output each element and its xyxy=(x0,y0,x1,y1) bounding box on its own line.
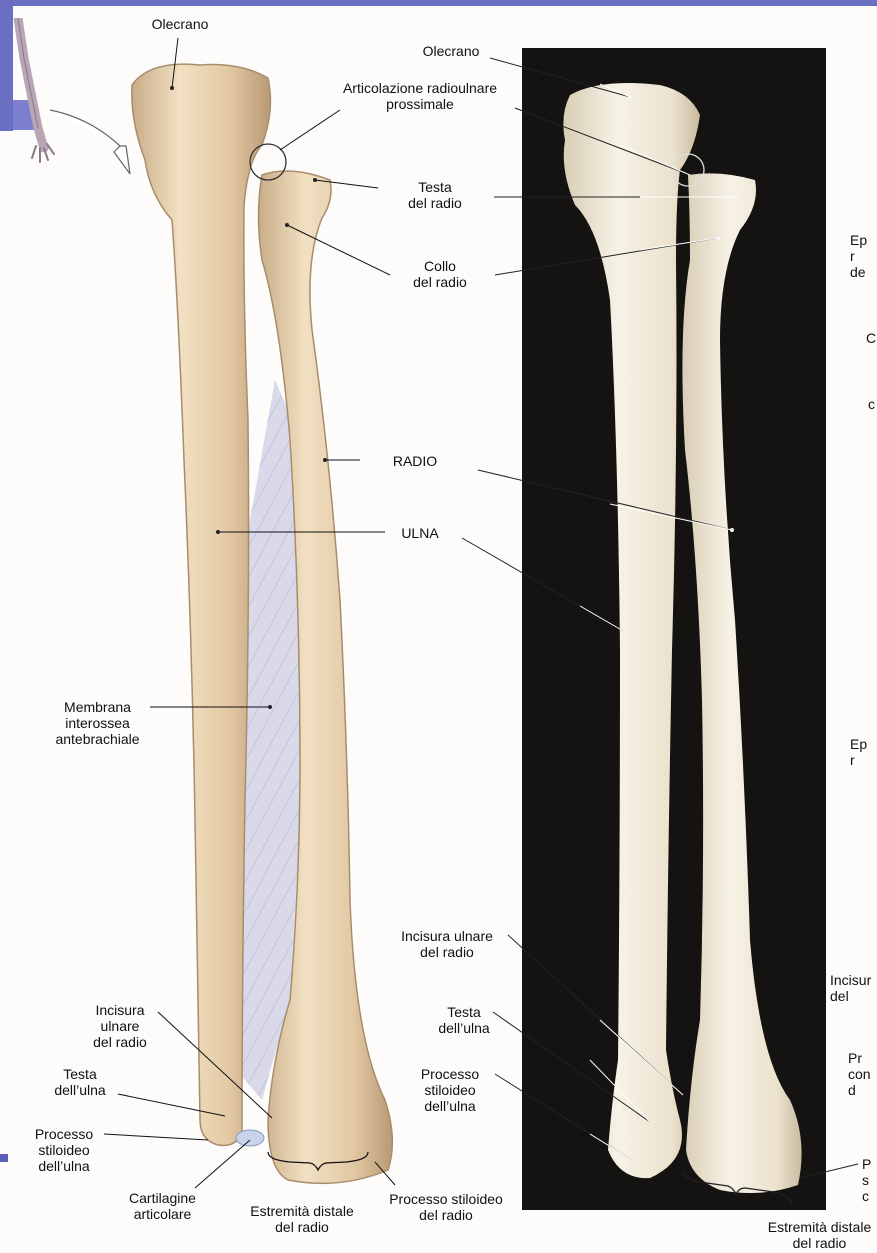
label-cropped-epifisi-distale: Epr xyxy=(850,736,877,768)
label-collo-del-radio: Collodel radio xyxy=(400,258,480,290)
label-testa-dell-ulna-right: Testadell’ulna xyxy=(424,1004,504,1036)
label-incisura-ulnare-right: Incisura ulnaredel radio xyxy=(388,928,506,960)
label-cropped-epifisi-prossimale: Eprde xyxy=(850,232,877,280)
label-cropped-c-lower: c xyxy=(868,396,877,412)
label-cropped-c-upper: C xyxy=(866,330,877,346)
label-testa-dell-ulna-left: Testadell’ulna xyxy=(40,1066,120,1098)
label-olecrano-right: Olecrano xyxy=(408,43,494,59)
label-estremita-distale-left: Estremità distaledel radio xyxy=(236,1203,368,1235)
label-radio: RADIO xyxy=(370,453,460,469)
label-articolazione-radioulnare: Articolazione radioulnareprossimale xyxy=(315,80,525,112)
label-cartilagine-articolare: Cartilaginearticolare xyxy=(115,1190,210,1222)
label-membrana-interossea: Membranainterosseaantebrachiale xyxy=(40,699,155,747)
label-olecrano-left: Olecrano xyxy=(140,16,220,32)
photo-radius-bone xyxy=(682,173,801,1193)
label-cropped-processo-coronoideo: Prcond xyxy=(848,1050,877,1098)
photo-ulna-bone xyxy=(563,83,700,1178)
label-testa-del-radio-left: Testadel radio xyxy=(395,179,475,211)
label-processo-stiloideo-ulna-left: Processostiloideodell’ulna xyxy=(22,1126,106,1174)
label-cropped-processo-stiloideo: Psc xyxy=(862,1156,877,1204)
label-processo-stiloideo-radio: Processo stiloideodel radio xyxy=(376,1191,516,1223)
label-ulna: ULNA xyxy=(380,525,460,541)
label-estremita-distale-right: Estremità distaledel radio xyxy=(762,1219,877,1251)
label-cropped-incisura: Incisurdel xyxy=(830,972,877,1004)
label-processo-stiloideo-ulna-right: Processostiloideodell’ulna xyxy=(408,1066,492,1114)
label-incisura-ulnare-left: Incisuraulnaredel radio xyxy=(80,1002,160,1050)
